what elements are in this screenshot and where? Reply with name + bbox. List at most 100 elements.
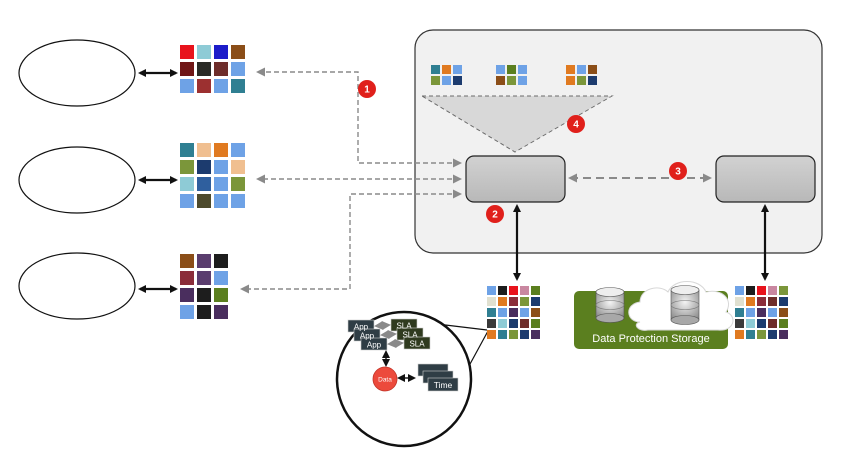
data-block [735, 308, 744, 317]
data-block [746, 330, 755, 339]
data-block [507, 76, 516, 85]
data-block [180, 62, 194, 76]
storage-grid-primary [487, 286, 540, 339]
data-block [735, 297, 744, 306]
data-block [768, 297, 777, 306]
data-block [453, 65, 462, 74]
data-block [180, 288, 194, 302]
data-block [518, 76, 527, 85]
data-block [779, 286, 788, 295]
database-icon-1 [595, 287, 625, 323]
data-block [520, 286, 529, 295]
data-block [518, 65, 527, 74]
app-label-3: App [367, 341, 382, 350]
data-block [487, 297, 496, 306]
data-block [531, 330, 540, 339]
data-block [520, 319, 529, 328]
data-block [588, 76, 597, 85]
data-block [214, 79, 228, 93]
data-block [231, 143, 245, 157]
data-block [735, 286, 744, 295]
database-icon-2 [670, 285, 700, 325]
data-block [746, 286, 755, 295]
data-block [231, 177, 245, 191]
data-block [214, 194, 228, 208]
data-block [757, 286, 766, 295]
data-block [779, 319, 788, 328]
data-block [487, 319, 496, 328]
client-grid-2 [180, 143, 245, 208]
secondary-node[interactable] [715, 155, 816, 203]
data-block [509, 308, 518, 317]
data-block [779, 330, 788, 339]
data-block [214, 160, 228, 174]
data-block [768, 308, 777, 317]
data-block [231, 62, 245, 76]
data-block [509, 319, 518, 328]
data-label: Data [378, 377, 392, 384]
data-block [197, 271, 211, 285]
data-block [214, 271, 228, 285]
app-label-1: App [354, 323, 369, 332]
data-block [214, 305, 228, 319]
data-block [180, 271, 194, 285]
data-block [214, 62, 228, 76]
data-block [588, 65, 597, 74]
data-block [735, 319, 744, 328]
client-ellipse-3[interactable] [18, 252, 136, 320]
data-block [214, 288, 228, 302]
svg-text:4: 4 [573, 120, 579, 131]
data-block [498, 297, 507, 306]
sla-box-3 [403, 336, 431, 350]
data-block [231, 194, 245, 208]
data-block [197, 194, 211, 208]
data-block [197, 45, 211, 59]
data-block [768, 319, 777, 328]
storage-grid-secondary [735, 286, 788, 339]
data-block [197, 79, 211, 93]
app-label-2: App [360, 332, 375, 341]
data-block [180, 79, 194, 93]
data-block [757, 330, 766, 339]
step-badge-2: 2 [486, 205, 504, 223]
data-block [779, 297, 788, 306]
data-block [757, 319, 766, 328]
data-block [509, 297, 518, 306]
data-block [566, 65, 575, 74]
data-block [520, 297, 529, 306]
data-block [509, 330, 518, 339]
svg-text:3: 3 [675, 167, 681, 178]
data-block [231, 79, 245, 93]
data-block [498, 319, 507, 328]
client-ellipse-1[interactable] [18, 39, 136, 107]
time-stack: Time [417, 363, 459, 392]
sla-label-3: SLA [409, 340, 425, 349]
data-block [577, 76, 586, 85]
primary-node[interactable] [465, 155, 566, 203]
sla-label-1: SLA [396, 322, 412, 331]
system-panel [414, 29, 823, 254]
data-block [180, 143, 194, 157]
data-block [214, 177, 228, 191]
client-ellipse-2[interactable] [18, 146, 136, 214]
data-block [214, 254, 228, 268]
mini-grid-a [431, 65, 462, 85]
data-block [180, 254, 194, 268]
data-block [496, 76, 505, 85]
data-block [509, 286, 518, 295]
data-block [180, 177, 194, 191]
app-box-3 [360, 337, 388, 351]
data-block [214, 45, 228, 59]
data-block [453, 76, 462, 85]
data-block [180, 160, 194, 174]
storage-label: Data Protection Storage [592, 333, 709, 345]
data-block [180, 45, 194, 59]
data-block [531, 308, 540, 317]
data-block [487, 308, 496, 317]
client-grid-1 [180, 45, 245, 93]
data-block [197, 160, 211, 174]
data-block [735, 330, 744, 339]
data-block [531, 319, 540, 328]
data-block [520, 330, 529, 339]
